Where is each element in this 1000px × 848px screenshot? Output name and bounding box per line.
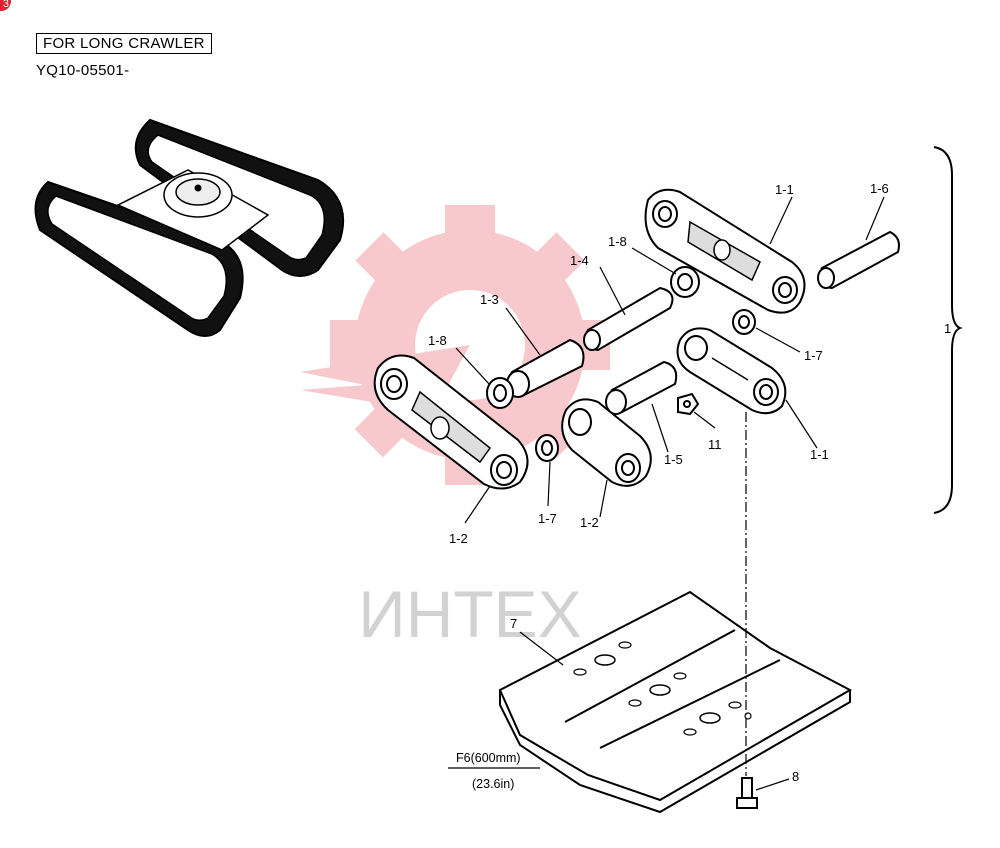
bolt-8 (736, 777, 758, 809)
seal-1-7-bottom (535, 434, 559, 462)
nut-11 (677, 392, 700, 416)
shoe-width-metric: F6(600mm) (456, 751, 521, 765)
callout-1-8-left: 1-8 (428, 333, 447, 348)
brace-label: 1 (944, 321, 951, 336)
callout-11: 11 (708, 437, 722, 452)
link-1-1-lower (676, 327, 787, 415)
section-title: FOR LONG CRAWLER (43, 35, 205, 52)
crawler-undercarriage-illustration (34, 118, 345, 337)
track-shoe-plate-7 (498, 590, 853, 814)
callout-1-2-left: 1-2 (449, 531, 468, 546)
assembly-brace (933, 146, 963, 514)
callout-1-6: 1-6 (870, 181, 889, 196)
page-badge: 3 (0, 0, 11, 11)
bushing-1-4 (583, 286, 674, 352)
watermark-text: ИНТЕХ (358, 577, 581, 651)
section-title-box: FOR LONG CRAWLER (36, 33, 212, 54)
callout-1-7-bottom: 1-7 (538, 511, 557, 526)
seal-1-8-left (486, 377, 514, 409)
seal-1-7-right (732, 309, 756, 335)
page-badge-text: 3 (2, 0, 9, 10)
link-1-1-upper (644, 188, 806, 314)
callout-1-8-top: 1-8 (608, 234, 627, 249)
callout-1-4: 1-4 (570, 253, 589, 268)
pin-1-6 (817, 230, 900, 290)
seal-1-8-upper (670, 266, 700, 298)
link-1-2-middle (561, 398, 652, 487)
callout-1-1-top: 1-1 (775, 182, 794, 197)
link-1-2-left (373, 354, 529, 490)
callout-7: 7 (510, 616, 517, 631)
callout-1-3: 1-3 (480, 292, 499, 307)
bushing-1-5 (605, 360, 678, 415)
callout-1-5: 1-5 (664, 452, 683, 467)
callout-1-2-middle: 1-2 (580, 515, 599, 530)
callout-8: 8 (792, 769, 799, 784)
leader-lines (448, 196, 885, 791)
callout-1-7-right: 1-7 (804, 348, 823, 363)
callout-1-1-bottom: 1-1 (810, 447, 829, 462)
part-code: YQ10-05501- (36, 62, 130, 79)
shoe-width-imperial: (23.6in) (472, 777, 514, 791)
